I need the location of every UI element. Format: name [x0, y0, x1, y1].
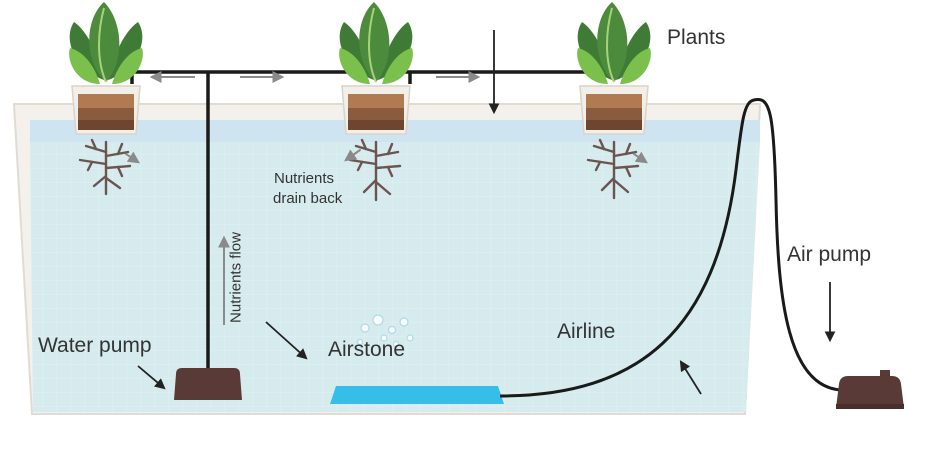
bubbles-icon: [356, 314, 414, 348]
label-airstone: Airstone: [328, 338, 406, 361]
plant-icon: [69, 2, 143, 135]
root-icon: [586, 138, 648, 200]
label-nutrients-flow: Nutrients flow: [227, 232, 245, 323]
annotation-arrows: [137, 282, 836, 395]
root-icon: [344, 138, 402, 202]
flow-arrows: [149, 71, 481, 325]
label-air-pump: Air pump: [787, 243, 872, 266]
airline-tube: [499, 97, 843, 398]
label-plants: Plants: [667, 26, 726, 49]
label-nutrients-drain-line2: drain back: [273, 190, 343, 207]
plant-icon: [339, 2, 413, 135]
water-pump-icon: [174, 368, 242, 400]
root-icon: [78, 138, 140, 196]
label-airline: Airline: [557, 320, 616, 343]
tank: [12, 103, 762, 415]
plant-icon: [577, 2, 651, 135]
airstone-icon: [330, 386, 504, 404]
air-pump-icon: [836, 370, 904, 409]
label-nutrients-drain-line1: Nutrients: [274, 170, 335, 187]
label-water-pump: Water pump: [38, 334, 152, 357]
